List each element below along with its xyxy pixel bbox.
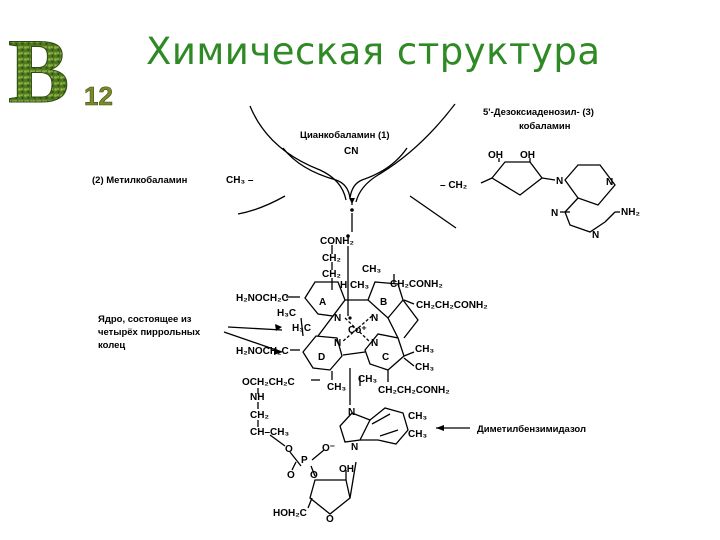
label-core-line3: колец xyxy=(98,340,125,351)
ring-label-d: D xyxy=(318,352,325,363)
adenosine-oh-1: OH xyxy=(488,150,503,161)
ch2-c: CH₂ xyxy=(250,410,269,421)
deoxy-ch2: – CH₂ xyxy=(440,180,467,191)
vitamin-b12-logo: B 12 xyxy=(8,22,114,112)
ch2-b: CH₂ xyxy=(322,269,341,280)
label-core-line1: Ядро, состоящее из xyxy=(98,314,192,325)
ch2ch2conh2-bottom: CH₂CH₂CONH₂ xyxy=(378,385,450,396)
ribose-oh: OH xyxy=(339,464,354,475)
corrin-ring-d xyxy=(302,335,343,371)
ch3-right-1: CH₃ xyxy=(415,344,434,355)
methyl-bracket xyxy=(249,105,347,201)
benzimidazole-ch3-2: CH₃ xyxy=(408,429,427,440)
phosphate-o-1: O xyxy=(285,444,293,455)
h-ch3: H CH₃ xyxy=(340,280,369,291)
label-cyanocobalamin: Цианкобаламин (1) xyxy=(300,130,390,141)
label-deoxyadenosyl-line2: кобаламин xyxy=(519,121,571,132)
cyano-bracket xyxy=(282,147,351,199)
phosphate-o-3: O xyxy=(310,470,318,481)
cn-group: CN xyxy=(344,146,358,157)
ch2-a: CH₂ xyxy=(322,253,341,264)
ring-c-nitrogen: N xyxy=(371,338,378,349)
adenosine-n-3: N xyxy=(551,208,558,219)
corrin-ring-b xyxy=(367,281,404,319)
benzimidazole-ch3-1: CH₃ xyxy=(408,411,427,422)
logo-subscript: 12 xyxy=(84,81,113,111)
ch-ch3: CH–CH₃ xyxy=(250,427,289,438)
ch3-lower: CH₃ xyxy=(327,382,346,393)
adenosine-n-2: N xyxy=(606,177,613,188)
methyl-ch3: CH₃ – xyxy=(226,175,254,186)
ch3-middle: CH₃ xyxy=(358,374,377,385)
och2ch2c: OCH₂CH₂C xyxy=(242,377,295,388)
ring-label-c: C xyxy=(382,352,389,363)
ring-b-nitrogen: N xyxy=(371,313,378,324)
logo-letter: B xyxy=(8,22,69,112)
ch2conh2-top: CH₂CONH₂ xyxy=(390,279,443,290)
ch3-top: CH₃ xyxy=(362,264,381,275)
ch3-right-2: CH₃ xyxy=(415,362,434,373)
conh2-top: CONH₂ xyxy=(320,236,354,247)
adenosine-n-4: N xyxy=(592,230,599,241)
label-deoxyadenosyl-line1: 5'-Дезоксиаденозил- (3) xyxy=(483,107,594,118)
h3c-2: H₃C xyxy=(292,323,311,334)
label-core-line2: четырёх пиррольных xyxy=(98,327,201,338)
ch2ch2conh2-right: CH₂CH₂CONH₂ xyxy=(416,300,488,311)
h2noch2c-bottom: H₂NOCH₂C xyxy=(236,346,289,357)
h3c-1: H₃C xyxy=(277,308,296,319)
label-dimethylbenzimidazole: Диметилбензимидазол xyxy=(477,424,586,435)
phosphate-p: P xyxy=(301,455,308,466)
ring-label-a: A xyxy=(319,297,326,308)
ring-a-nitrogen: N xyxy=(334,313,341,324)
nh-group: NH xyxy=(250,392,264,403)
benzimidazole-n-2: N xyxy=(351,442,358,453)
h2noch2c-top: H₂NOCH₂C xyxy=(236,293,289,304)
ribose-hoh2c: HOH₂C xyxy=(273,508,307,519)
adenosine-oh-2: OH xyxy=(520,150,535,161)
label-methylcobalamin: (2) Метилкобаламин xyxy=(92,175,188,186)
adenosine-n-1: N xyxy=(556,176,563,187)
ring-label-b: B xyxy=(380,297,387,308)
ribose-o: O xyxy=(326,514,334,525)
phosphate-o-2: O xyxy=(287,470,295,481)
phosphate-o-minus: O⁻ xyxy=(322,443,335,454)
cobalt-ion: Co⁺ xyxy=(348,325,367,336)
ring-d-nitrogen: N xyxy=(334,338,341,349)
deoxy-bracket xyxy=(355,103,456,203)
slide-title: Химическая структура xyxy=(146,30,601,73)
adenosine-nh2: NH₂ xyxy=(621,207,640,218)
benzimidazole-n-1: N xyxy=(348,407,355,418)
